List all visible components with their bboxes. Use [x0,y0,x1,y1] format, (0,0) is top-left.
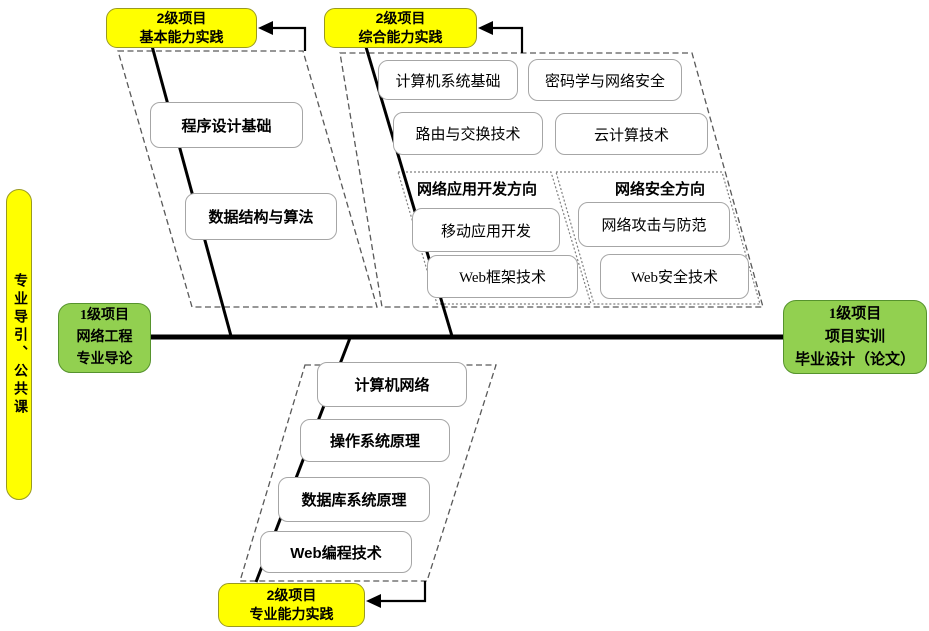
course-operating-systems: 操作系统原理 [300,419,450,462]
course-database-systems: 数据库系统原理 [278,477,430,522]
course-web-programming: Web编程技术 [260,531,412,573]
course-computer-systems: 计算机系统基础 [378,60,518,100]
common-course-rail: 专业导引、公共课 [6,189,32,500]
level2-basic-box: 2级项目 基本能力实践 [106,8,257,48]
level2-professional-box: 2级项目 专业能力实践 [218,583,365,627]
level2-comprehensive-box: 2级项目 综合能力实践 [324,8,477,48]
track-webdev-title: 网络应用开发方向 [416,181,537,198]
course-mobile-development: 移动应用开发 [412,208,560,252]
course-routing-switching: 路由与交换技术 [393,112,543,155]
course-cloud-computing: 云计算技术 [555,113,708,155]
course-network-attack-defense: 网络攻击与防范 [578,202,730,247]
arrowhead-comprehensive-icon [478,21,493,35]
course-data-structures: 数据结构与算法 [185,193,337,240]
course-web-framework: Web框架技术 [427,255,578,298]
arrowhead-professional-icon [366,594,381,608]
rib-basic [150,45,233,337]
arrow-comprehensive [482,26,524,53]
level1-intro-box: 1级项目 网络工程 专业导论 [58,303,151,373]
arrow-professional [372,581,427,603]
group-basic-outline [117,50,378,308]
course-cryptography: 密码学与网络安全 [528,59,682,101]
track-security-title: 网络安全方向 [614,181,705,198]
level1-capstone-box: 1级项目 项目实训 毕业设计（论文） [783,300,927,374]
arrow-basic [262,26,307,51]
course-web-security: Web安全技术 [600,254,749,299]
course-programming-foundation: 程序设计基础 [150,102,303,148]
arrowhead-basic-icon [258,21,273,35]
course-computer-networks: 计算机网络 [317,362,467,407]
track-webdev-outline [397,171,592,305]
